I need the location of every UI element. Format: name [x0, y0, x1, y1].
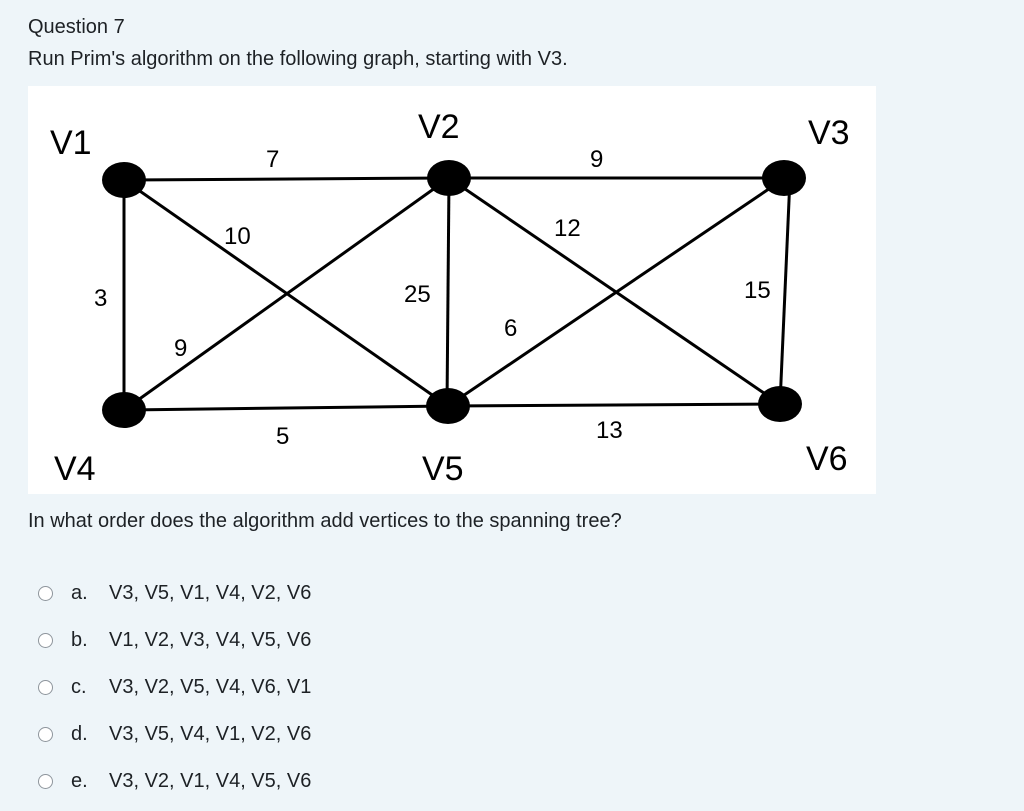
vertex-v1: [102, 162, 146, 198]
edge-v4-v5: [123, 404, 449, 412]
weight-label-v5-v6: 13: [596, 417, 623, 444]
edge-v3-v6: [778, 177, 792, 405]
edge-v4-v2: [123, 176, 450, 412]
weight-label-v1-v5: 10: [224, 223, 251, 250]
option-text: V3, V2, V1, V4, V5, V6: [109, 770, 312, 792]
edge-v5-v6: [447, 402, 781, 408]
weight-label-v4-v5: 5: [276, 423, 289, 450]
option-c[interactable]: c. V3, V2, V5, V4, V6, V1: [38, 664, 311, 711]
weight-label-v2-v6: 12: [554, 215, 581, 242]
vertex-label-v6: V6: [806, 440, 848, 478]
edge-v2-v5: [445, 177, 451, 407]
question-prompt: Run Prim's algorithm on the following gr…: [28, 48, 568, 70]
vertex-label-v1: V1: [50, 124, 92, 162]
question-number: Question 7: [28, 16, 125, 38]
vertex-v3: [762, 160, 806, 196]
option-b[interactable]: b. V1, V2, V3, V4, V5, V6: [38, 617, 311, 664]
radio-button[interactable]: [38, 727, 53, 742]
option-letter: d.: [71, 723, 88, 745]
option-d[interactable]: d. V3, V5, V4, V1, V2, V6: [38, 711, 311, 758]
option-e[interactable]: e. V3, V2, V1, V4, V5, V6: [38, 758, 311, 805]
vertex-v4: [102, 392, 146, 428]
vertex-label-v2: V2: [418, 108, 460, 146]
option-text: V3, V5, V1, V4, V2, V6: [109, 582, 312, 604]
vertex-label-v4: V4: [54, 450, 96, 488]
weight-label-v3-v6: 15: [744, 277, 771, 304]
weight-label-v5-v3: 6: [504, 315, 517, 342]
radio-button[interactable]: [38, 633, 53, 648]
graph-figure: V1 V2 V3 V4 V5 V6 7 9 10 12 3 25 15 9 6 …: [28, 86, 876, 494]
option-text: V3, V5, V4, V1, V2, V6: [109, 723, 312, 745]
edge-v1-v2: [123, 176, 450, 182]
vertex-v2: [427, 160, 471, 196]
weight-label-v2-v5: 25: [404, 281, 431, 308]
vertex-v5: [426, 388, 470, 424]
weight-label-v1-v4: 3: [94, 285, 107, 312]
answer-options: a. V3, V5, V1, V4, V2, V6 b. V1, V2, V3,…: [38, 570, 311, 805]
radio-button[interactable]: [38, 680, 53, 695]
option-letter: c.: [71, 676, 87, 698]
radio-button[interactable]: [38, 774, 53, 789]
vertex-label-v5: V5: [422, 450, 464, 488]
edge-v5-v3: [447, 176, 786, 408]
option-letter: e.: [71, 770, 88, 792]
option-text: V1, V2, V3, V4, V5, V6: [109, 629, 312, 651]
vertex-label-v3: V3: [808, 114, 850, 152]
weight-label-v4-v2: 9: [174, 335, 187, 362]
option-letter: a.: [71, 582, 88, 604]
edge-v2-v6: [448, 176, 781, 406]
weight-label-v1-v2: 7: [266, 146, 279, 173]
radio-button[interactable]: [38, 586, 53, 601]
option-letter: b.: [71, 629, 88, 651]
option-a[interactable]: a. V3, V5, V1, V4, V2, V6: [38, 570, 311, 617]
option-text: V3, V2, V5, V4, V6, V1: [109, 676, 312, 698]
question-subprompt: In what order does the algorithm add ver…: [28, 510, 622, 532]
graph-svg: V1 V2 V3 V4 V5 V6 7 9 10 12 3 25 15 9 6 …: [50, 108, 850, 488]
weight-label-v2-v3: 9: [590, 146, 603, 173]
vertex-v6: [758, 386, 802, 422]
